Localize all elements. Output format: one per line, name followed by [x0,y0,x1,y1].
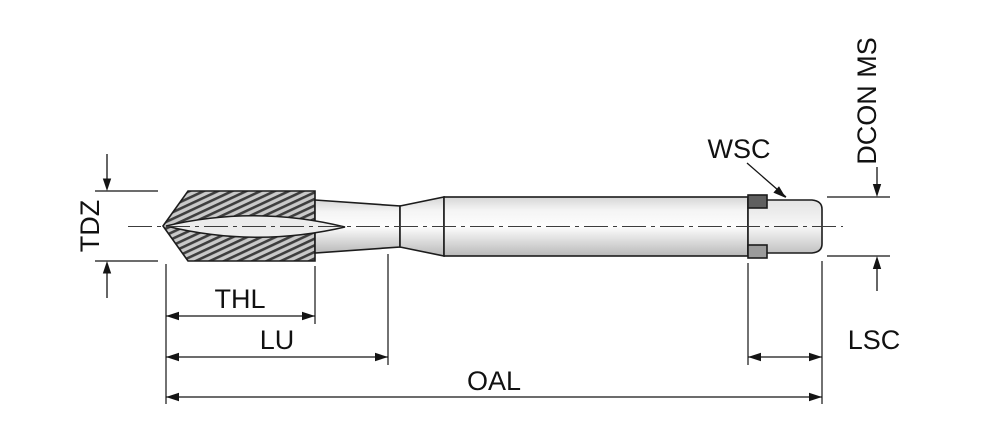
lu-arrow-right [375,352,388,362]
thl-label: THL [214,284,265,314]
wsc-arrow [773,186,786,198]
dcon-arrow-bottom [872,256,882,269]
dcon-arrow-top [872,184,882,197]
dimension-lsc: LSC [747,263,901,365]
wsc-label: WSC [708,134,771,164]
oal-arrow-right [809,392,822,402]
oal-arrow-left [166,392,179,402]
oal-label: OAL [467,366,521,396]
tdz-arrow-bottom [102,261,112,274]
lu-arrow-left [166,352,179,362]
dcon-ms-label: DCON MS [852,37,882,165]
tap-body [128,190,843,262]
lsc-label: LSC [848,325,901,355]
thl-arrow-right [302,311,315,321]
dimension-dcon-ms: DCON MS [827,37,890,291]
dimension-tdz: TDZ [75,154,158,298]
dimension-oal: OAL [166,261,823,404]
lsc-arrow-left [748,352,761,362]
tdz-arrow-top [102,178,112,191]
thl-arrow-left [166,311,179,321]
dimension-lu: LU [166,254,389,365]
lu-label: LU [260,325,295,355]
dimension-wsc: WSC [708,134,787,198]
tdz-label: TDZ [75,200,105,252]
square-corner-top [747,194,768,209]
dimension-thl: THL [166,266,316,324]
lsc-arrow-right [809,352,822,362]
square-corner-bottom [747,244,768,259]
